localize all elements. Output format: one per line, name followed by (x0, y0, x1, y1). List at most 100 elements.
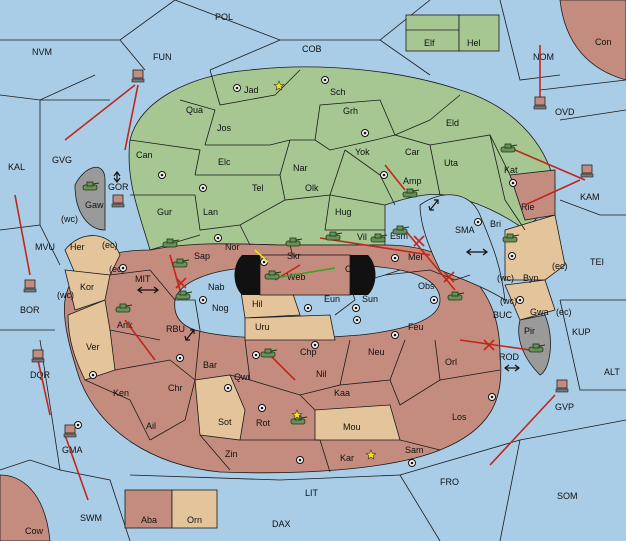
tank-unit-icon[interactable] (82, 181, 100, 191)
tank-unit-icon[interactable] (162, 238, 180, 248)
province-labels: POL NVM FUN COB Con NOM OVD KAL GVG GOR … (8, 12, 620, 536)
label-GOR: GOR (108, 182, 129, 192)
label-Can: Can (136, 150, 153, 160)
double-arrow-icon (113, 171, 121, 183)
label-Mou: Mou (343, 422, 361, 432)
tank-unit-icon[interactable] (325, 231, 343, 241)
province-Rie[interactable] (509, 169, 556, 221)
star-marker-icon (273, 80, 285, 91)
province-Hel[interactable] (458, 14, 500, 52)
label-SWM: SWM (80, 513, 102, 523)
label-Hel: Hel (467, 38, 481, 48)
label-Sot: Sot (218, 417, 232, 427)
tank-unit-icon[interactable] (502, 233, 520, 243)
label-Sun: Sun (362, 294, 378, 304)
label-LIT: LIT (305, 488, 319, 498)
tank-unit-icon[interactable] (285, 237, 303, 247)
computer-unit-icon[interactable] (555, 379, 569, 393)
label-Vil: Vil (357, 232, 367, 242)
label-Kat: Kat (504, 165, 518, 175)
tank-unit-icon[interactable] (175, 290, 193, 300)
computer-unit-icon[interactable] (31, 349, 45, 363)
label-ROD: ROD (499, 352, 520, 362)
province-Aba[interactable] (124, 489, 173, 529)
label-Jad: Jad (244, 85, 259, 95)
computer-unit-icon[interactable] (533, 96, 547, 110)
label-Con: Con (595, 37, 612, 47)
province-Elf[interactable] (405, 14, 460, 52)
supply-center-dot (354, 306, 358, 310)
coast-tag: (wc) (61, 214, 78, 224)
label-RBU: RBU (166, 324, 185, 334)
computer-unit-icon[interactable] (111, 194, 125, 208)
tank-unit-icon[interactable] (264, 270, 282, 280)
label-Esm: Esm (390, 231, 408, 241)
label-Ken: Ken (113, 388, 129, 398)
label-Kor: Kor (80, 282, 94, 292)
coast-tag: (ec) (552, 261, 568, 271)
supply-center-dot (511, 181, 515, 185)
tank-unit-icon[interactable] (528, 343, 546, 353)
canal-west-end (234, 255, 260, 295)
province-Gwa[interactable] (504, 279, 556, 321)
coast-tag: (ec) (556, 307, 572, 317)
supply-center-dot (510, 254, 514, 258)
label-OVD: OVD (555, 107, 575, 117)
label-Kaa: Kaa (334, 388, 350, 398)
tank-unit-icon[interactable] (402, 188, 420, 198)
label-Orn: Orn (187, 515, 202, 525)
label-Skr: Skr (287, 251, 301, 261)
tank-unit-icon[interactable] (172, 258, 190, 268)
label-NVM: NVM (32, 47, 52, 57)
label-Orl: Orl (445, 357, 457, 367)
tank-unit-icon[interactable] (260, 348, 278, 358)
label-Jos: Jos (217, 123, 232, 133)
province-Uru[interactable] (244, 314, 336, 341)
coast-tag: (ec) (109, 264, 125, 274)
province-Orn[interactable] (171, 489, 218, 529)
label-GVP: GVP (555, 402, 574, 412)
label-Rie: Rie (521, 202, 535, 212)
label-KUP: KUP (572, 327, 591, 337)
cut-order-icon (483, 339, 495, 351)
double-arrow-icon (466, 248, 488, 256)
label-Her: Her (70, 242, 85, 252)
computer-unit-icon[interactable] (131, 69, 145, 83)
label-COB: COB (302, 44, 322, 54)
tank-unit-icon[interactable] (500, 143, 518, 153)
label-Web: Web (287, 272, 305, 282)
label-Uta: Uta (444, 158, 458, 168)
label-Nab: Nab (208, 282, 225, 292)
double-arrow-icon (184, 329, 195, 341)
coast-tag: (ec) (102, 240, 118, 250)
supply-center-dot (160, 173, 164, 177)
label-KAM: KAM (580, 192, 600, 202)
supply-center-dot (313, 343, 317, 347)
computer-unit-icon[interactable] (63, 424, 77, 438)
label-BUC: BUC (493, 310, 513, 320)
computer-unit-icon[interactable] (580, 164, 594, 178)
computer-unit-icon[interactable] (23, 279, 37, 293)
tank-unit-icon[interactable] (370, 233, 388, 243)
tank-unit-icon[interactable] (392, 225, 410, 235)
province-Sot[interactable] (194, 374, 246, 441)
province-Ver[interactable] (67, 299, 116, 381)
supply-center-dot (216, 236, 220, 240)
supply-center-dot (410, 461, 414, 465)
coast-tag: (wc) (57, 290, 74, 300)
province-borders (84, 69, 526, 473)
label-Uru: Uru (255, 322, 270, 332)
double-arrow-icon (428, 199, 439, 211)
tank-unit-icon[interactable] (115, 303, 133, 313)
supply-center-dot (298, 458, 302, 462)
supply-center-dot (323, 78, 327, 82)
label-Nil: Nil (316, 369, 327, 379)
label-Cow: Cow (25, 526, 44, 536)
label-KAL: KAL (8, 162, 25, 172)
label-Byn: Byn (523, 273, 539, 283)
tank-unit-icon[interactable] (447, 291, 465, 301)
label-TEI: TEI (590, 257, 604, 267)
label-Los: Los (452, 412, 467, 422)
province-Byn[interactable] (504, 214, 566, 281)
